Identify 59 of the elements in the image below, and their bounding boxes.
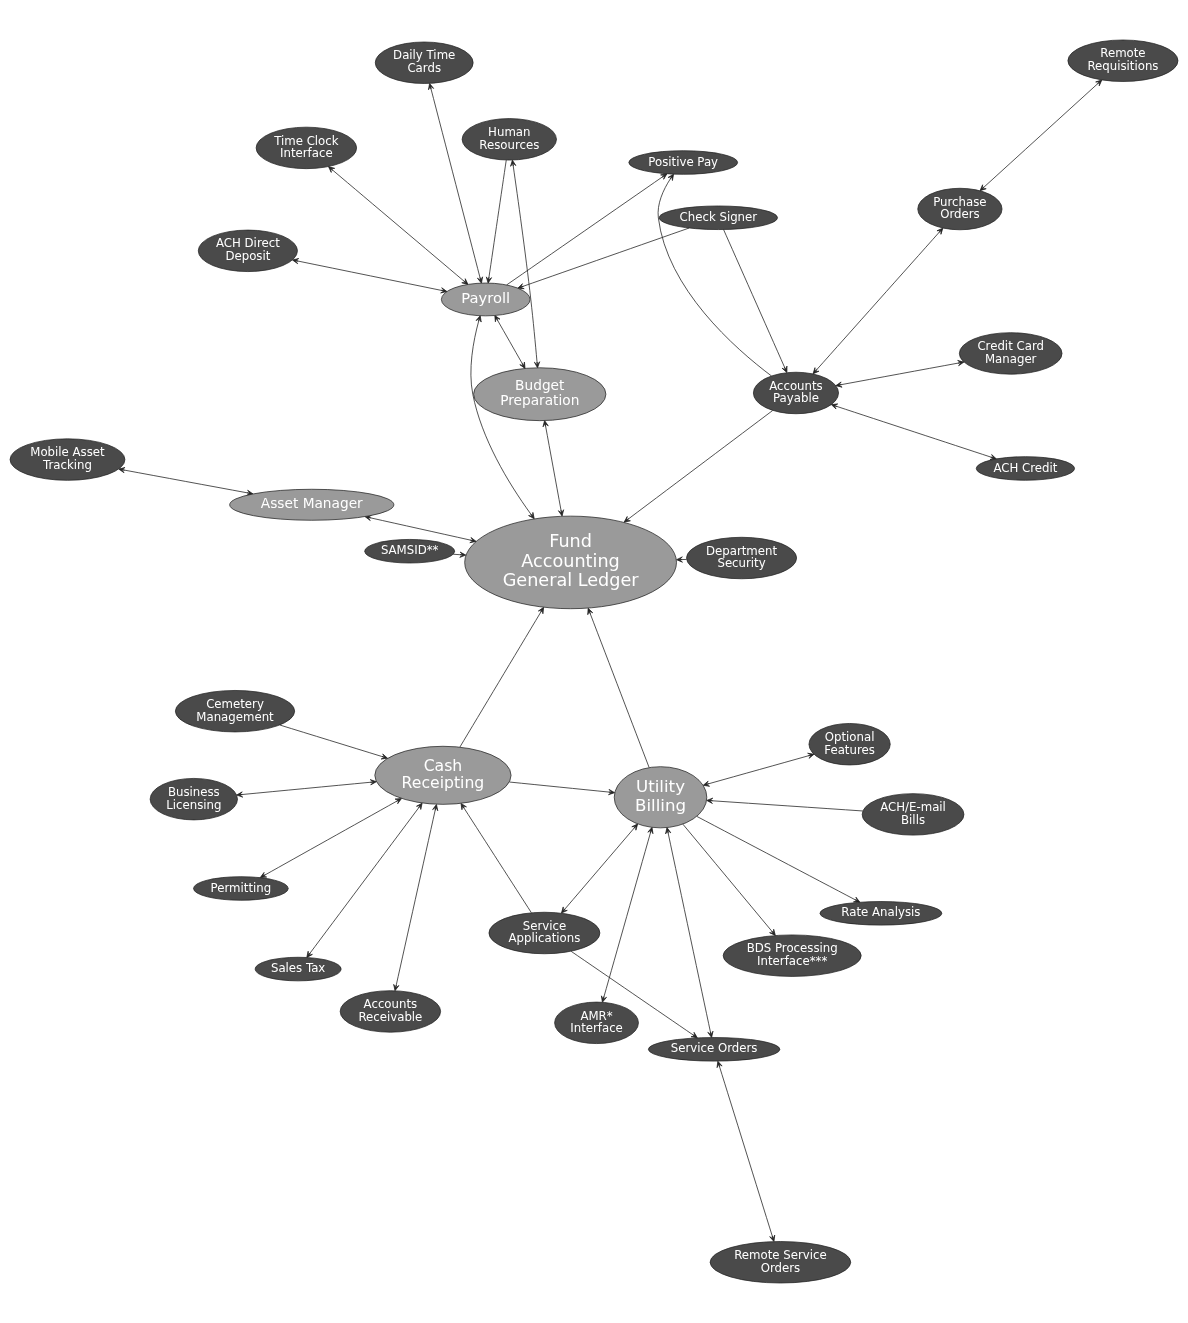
arrow	[485, 159, 507, 284]
node-ellipse: Time Clock Interface	[255, 126, 357, 169]
node-ellipse: AMR* Interface	[554, 1001, 639, 1044]
node-ellipse: Check Signer	[658, 205, 778, 230]
node-ellipse: Budget Preparation	[473, 367, 607, 421]
arrow	[835, 360, 965, 388]
node-ellipse: Service Orders	[648, 1037, 781, 1062]
arrow	[676, 556, 687, 563]
node-ellipse: Business Licensing	[149, 778, 238, 821]
arrow	[830, 403, 997, 460]
arrow	[542, 420, 564, 517]
node-ellipse: SAMSID**	[364, 539, 456, 564]
arrow	[561, 823, 639, 914]
arrow	[570, 950, 698, 1039]
arrow	[510, 159, 541, 369]
arrow	[706, 797, 864, 812]
arrow	[506, 173, 668, 286]
arrow	[393, 804, 439, 992]
node-ellipse: Accounts Receivable	[339, 990, 441, 1033]
arrow	[601, 826, 654, 1003]
arrow	[623, 410, 774, 523]
node-ellipse: Remote Service Orders	[709, 1241, 852, 1284]
arrow	[812, 227, 944, 375]
arrow	[517, 227, 690, 290]
arrow	[328, 166, 469, 285]
arrow	[587, 607, 650, 768]
arrow	[509, 781, 615, 796]
arrow	[306, 802, 423, 958]
node-ellipse: Purchase Orders	[917, 187, 1003, 231]
arrow	[470, 315, 535, 520]
node-ellipse: Human Resources	[461, 118, 557, 161]
arrow	[236, 779, 377, 798]
node-ellipse: Department Security	[686, 536, 797, 580]
arrow	[292, 258, 448, 294]
arrow	[657, 173, 772, 377]
arrow	[696, 816, 861, 903]
node-ellipse: ACH/E-mail Bills	[861, 793, 965, 836]
node-ellipse: Positive Pay	[628, 150, 738, 175]
arrow	[979, 79, 1103, 192]
arrow	[459, 606, 545, 748]
arrow	[452, 551, 467, 558]
arrow	[279, 724, 388, 760]
arrow	[702, 752, 815, 787]
node-ellipse: Daily Time Cards	[374, 41, 474, 84]
arrow	[716, 1060, 776, 1242]
arrow	[460, 803, 532, 914]
node-ellipse: Remote Requisitions	[1067, 39, 1179, 82]
arrow	[259, 798, 402, 878]
node-ellipse: Rate Analysis	[819, 901, 943, 926]
node-ellipse: BDS Processing Interface***	[722, 934, 862, 977]
arrow	[428, 83, 483, 284]
node-ellipse: Sales Tax	[254, 956, 342, 982]
arrow	[682, 823, 776, 936]
node-ellipse: Permitting	[193, 876, 289, 901]
node-ellipse: Service Applications	[488, 911, 601, 955]
node-ellipse: Cemetery Management	[175, 690, 295, 733]
arrow	[494, 315, 526, 369]
arrow	[665, 827, 714, 1038]
arrow	[723, 229, 788, 373]
